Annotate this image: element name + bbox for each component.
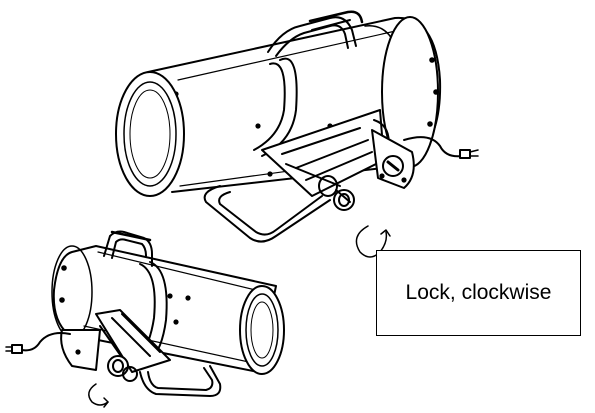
heater-small-control-panel	[60, 329, 101, 371]
heater-large-base	[203, 185, 331, 243]
heater-small-handle	[103, 230, 153, 267]
heater-large-lock-knob	[318, 175, 355, 211]
heater-large-nozzle	[115, 71, 185, 197]
heater-small-base	[139, 365, 222, 397]
callout-text: Lock, clockwise	[405, 281, 552, 304]
heater-large-handle	[267, 10, 364, 57]
rotation-arrow-large	[355, 225, 391, 258]
heater-large-control-panel	[371, 129, 415, 189]
heater-small-lock-knob	[107, 355, 138, 382]
heater-small	[5, 230, 285, 397]
heater-large	[115, 10, 479, 243]
heater-large-power-cord	[403, 136, 479, 159]
rotation-arrow-small	[88, 383, 109, 408]
callout-box: Lock, clockwise	[376, 250, 581, 336]
heater-small-power-cord	[5, 332, 71, 354]
heater-small-nozzle	[239, 285, 285, 375]
